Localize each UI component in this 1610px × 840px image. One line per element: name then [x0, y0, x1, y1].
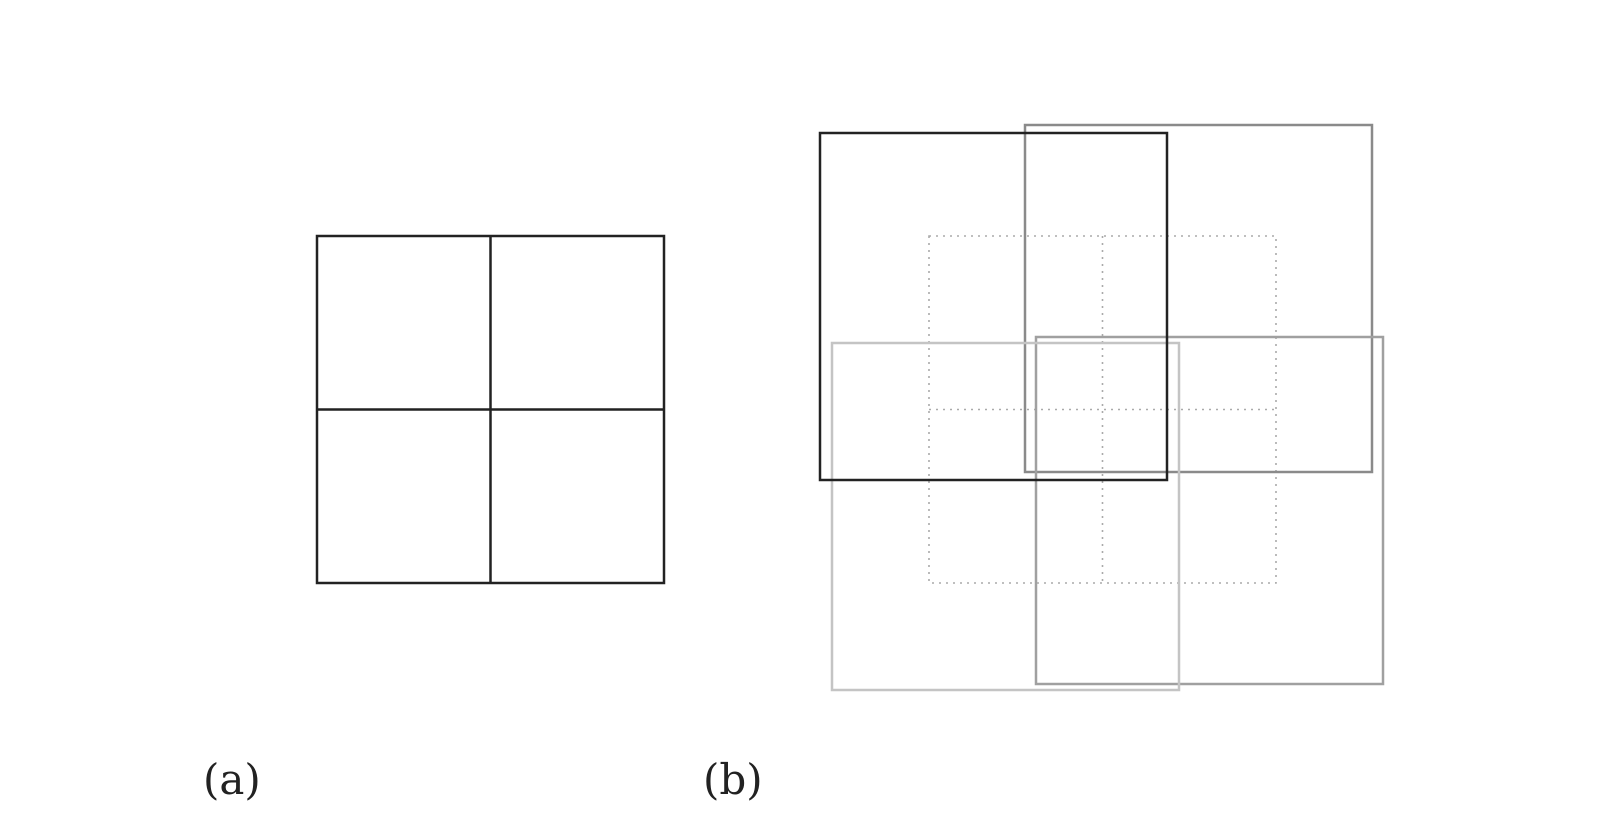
panel-b-square-top-right: [1023, 123, 1374, 474]
panel-b-square-bottom-right: [1034, 335, 1385, 686]
panel-a-label: (a): [203, 755, 261, 804]
panel-b: (b): [703, 123, 1385, 804]
panel-b-square-bottom-left: [830, 341, 1181, 692]
panel-a: (a): [203, 234, 666, 804]
panel-b-dotted-grid: [928, 235, 1277, 584]
panel-b-square-top-left: [818, 131, 1169, 482]
panel-b-label: (b): [703, 755, 763, 804]
